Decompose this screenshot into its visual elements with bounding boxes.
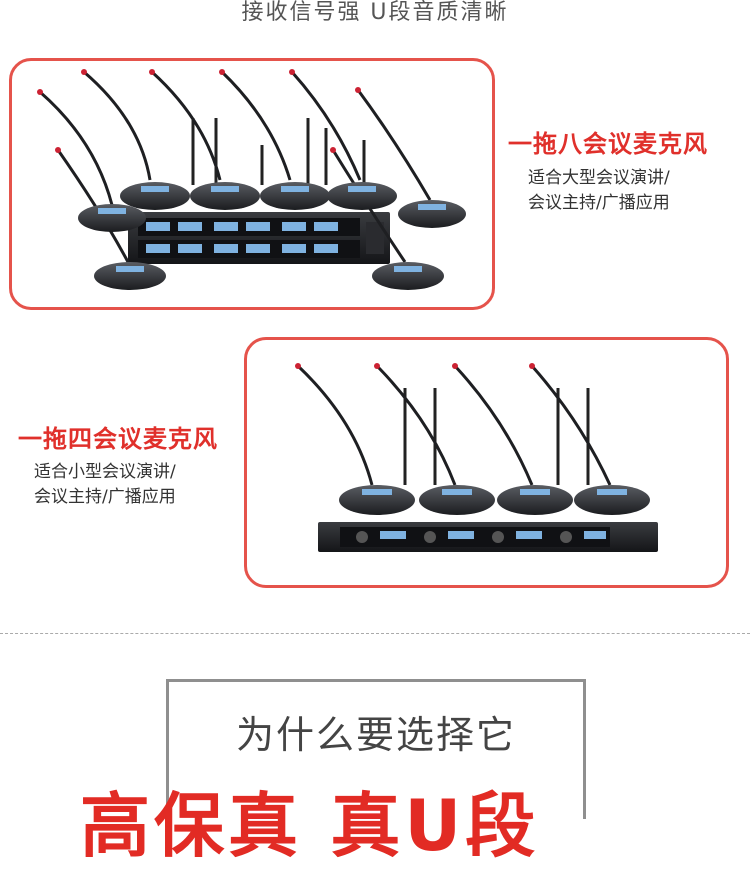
mic-tips-8ch [37, 69, 361, 153]
section-divider [0, 633, 750, 634]
product-desc-8ch-line1: 适合大型会议演讲/ [528, 168, 670, 188]
product-illustrations [37, 69, 658, 552]
antenna-icon [191, 118, 366, 185]
heading-frame [166, 679, 586, 819]
why-heading: 为什么要选择它 [235, 713, 516, 757]
receiver-unit-4ch [318, 522, 658, 552]
product-desc-4ch-line2: 会议主持/广播应用 [34, 487, 176, 507]
mic-bases-8ch [78, 182, 466, 290]
gooseneck-microphone-icon [296, 364, 612, 486]
product-desc-8ch-line2: 会议主持/广播应用 [528, 193, 670, 213]
top-tagline: 接收信号强 U段音质清晰 [241, 0, 509, 25]
mic-bases-4ch [339, 485, 650, 515]
product-desc-4ch-line1: 适合小型会议演讲/ [34, 462, 176, 482]
antenna-icon [403, 388, 590, 485]
product-title-8ch: 一拖八会议麦克风 [508, 130, 708, 158]
product-title-4ch: 一拖四会议麦克风 [18, 425, 218, 453]
receiver-unit-8ch [128, 212, 390, 264]
mic-tips-4ch [295, 363, 535, 369]
feature-headline: 高保真 真U段 [80, 785, 540, 867]
